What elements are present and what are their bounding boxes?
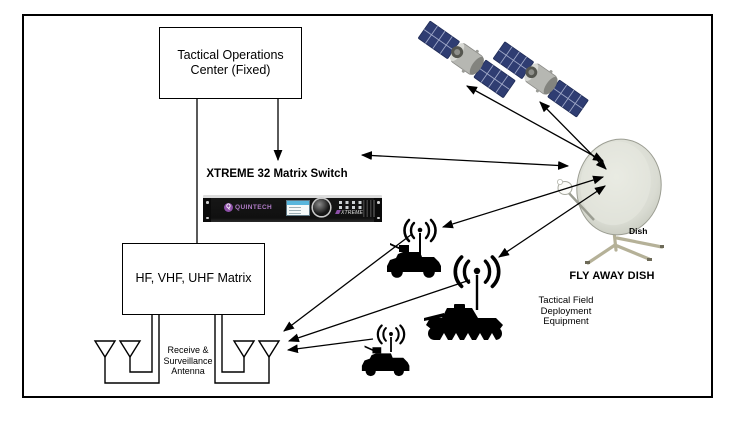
node-tactical-operations-center: Tactical Operations Center (Fixed) <box>159 27 302 99</box>
toc-label-line2: Center (Fixed) <box>190 63 271 77</box>
screw-icon <box>206 201 209 204</box>
rack-ear <box>203 198 211 222</box>
switch-buttons <box>339 206 365 209</box>
antenna-label-line3: Antenna <box>171 366 205 376</box>
field-label-line1: Tactical Field <box>538 295 594 306</box>
flyaway-dish-icon <box>557 138 664 265</box>
arrow-humvee2-to-antenna <box>286 338 374 354</box>
quintech-logo: Q QUINTECH <box>224 203 272 212</box>
vent-grille <box>363 200 375 217</box>
fly-away-dish-label: FLY AWAY DISH <box>569 270 655 282</box>
switch-display <box>286 200 310 216</box>
arrow-switch-dish <box>360 151 570 170</box>
matrix-label: HF, VHF, UHF Matrix <box>135 271 252 286</box>
tank-icon <box>424 304 503 340</box>
humvee-icon <box>361 345 410 377</box>
switch-buttons <box>339 201 365 204</box>
receive-antenna-icon <box>93 313 281 384</box>
xtreme-switch-device: Q QUINTECH XTREME 32 <box>203 195 382 222</box>
quintech-logo-icon: Q <box>224 203 233 212</box>
diagram-border <box>22 14 713 398</box>
rack-ear <box>374 198 382 222</box>
switch-model-text: XTREME 32 <box>336 210 371 216</box>
switch-label: XTREME 32 Matrix Switch <box>206 168 348 180</box>
arrow-humvee1-to-antenna <box>283 233 413 332</box>
receive-antenna-label: Receive & Surveillance Antenna <box>154 345 222 377</box>
arrow-satellite2-dish <box>539 101 607 170</box>
switch-knob <box>313 199 330 216</box>
brand-text: QUINTECH <box>235 204 273 211</box>
antenna-label-line2: Surveillance <box>163 355 213 366</box>
field-equipment-label: Tactical Field Deployment Equipment <box>531 295 601 328</box>
connection-arrows <box>196 85 607 354</box>
screw-icon <box>377 201 380 204</box>
field-label-line3: Equipment <box>543 316 589 327</box>
arrow-tank-to-antenna <box>287 279 471 343</box>
screw-icon <box>377 216 380 219</box>
field-label-line2: Deployment <box>540 305 592 317</box>
node-hf-vhf-uhf-matrix: HF, VHF, UHF Matrix <box>122 243 265 315</box>
antenna-label-line1: Receive & <box>167 345 209 355</box>
arrow-dish-tank <box>498 185 606 258</box>
toc-label-line1: Tactical Operations <box>177 47 284 62</box>
dish-caption: Dish <box>629 226 648 236</box>
humvee-icon <box>387 243 441 278</box>
screw-icon <box>206 216 209 219</box>
